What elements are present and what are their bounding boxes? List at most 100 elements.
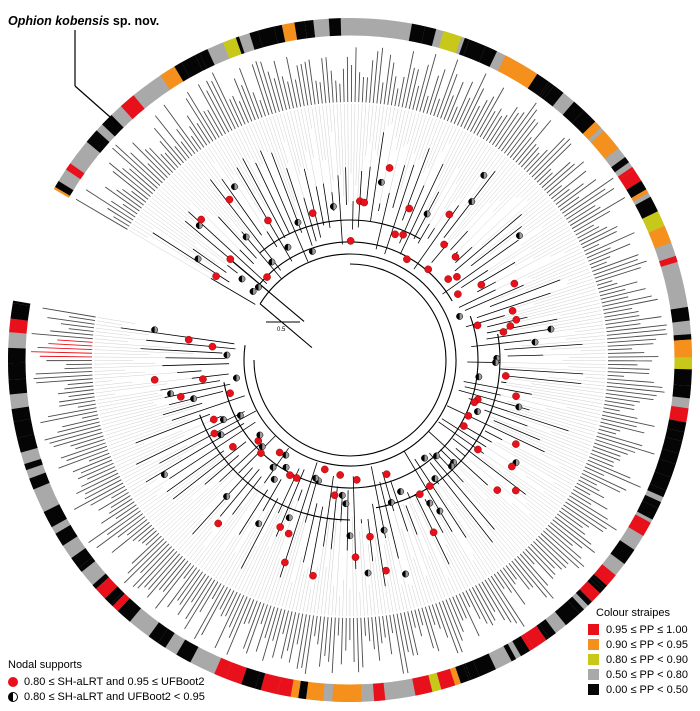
support-node-half-fill bbox=[282, 451, 286, 459]
tip-line bbox=[171, 176, 205, 211]
tip-label bbox=[403, 612, 414, 656]
tip-label bbox=[144, 551, 178, 588]
stripe-segment bbox=[599, 141, 616, 156]
tip-label bbox=[586, 247, 611, 259]
tip-label bbox=[251, 64, 270, 116]
support-node-red bbox=[474, 445, 482, 454]
tip-line bbox=[441, 125, 454, 152]
tree-branch bbox=[221, 178, 262, 236]
tip-label bbox=[597, 282, 618, 290]
tip-label bbox=[62, 417, 99, 428]
stripe-segment bbox=[117, 597, 142, 622]
stripe-segment bbox=[636, 500, 659, 520]
tip-line bbox=[531, 331, 605, 341]
tip-line bbox=[574, 328, 605, 333]
tip-line bbox=[487, 220, 565, 271]
support-node-half-fill bbox=[271, 476, 275, 483]
tip-label bbox=[398, 76, 405, 107]
tip-line bbox=[548, 377, 606, 383]
tip-line bbox=[559, 465, 579, 476]
tip-label bbox=[64, 385, 94, 390]
tip-label bbox=[81, 469, 117, 487]
tip-line bbox=[443, 528, 475, 584]
tip-label bbox=[460, 73, 487, 128]
tip-label bbox=[149, 147, 174, 173]
support-node-red bbox=[506, 322, 515, 330]
tip-line bbox=[313, 546, 324, 614]
tip-label bbox=[164, 152, 179, 168]
tree-branch bbox=[238, 489, 268, 535]
tip-label bbox=[550, 522, 583, 549]
tip-label bbox=[282, 610, 289, 635]
tree-branch bbox=[227, 264, 238, 274]
tip-label bbox=[605, 323, 641, 329]
legend-entry-label: 0.80 ≤ SH-aLRT and UFBoot2 < 0.95 bbox=[24, 690, 205, 703]
tip-label bbox=[572, 489, 608, 510]
support-node-half-fill bbox=[249, 288, 254, 295]
tip-label bbox=[88, 452, 110, 462]
support-node-half-fill bbox=[284, 244, 288, 251]
tip-line bbox=[187, 161, 248, 236]
tip-label bbox=[101, 501, 135, 524]
tip-line bbox=[148, 498, 174, 519]
tip-label bbox=[180, 141, 193, 157]
orange-swatch bbox=[588, 639, 599, 650]
tip-label bbox=[228, 596, 248, 639]
tip-label bbox=[526, 149, 548, 173]
support-node-half-fill bbox=[242, 233, 247, 241]
stripe-segment bbox=[199, 49, 215, 70]
tip-label bbox=[330, 70, 334, 103]
tip-line bbox=[200, 485, 261, 569]
tip-line bbox=[544, 451, 582, 470]
tip-label bbox=[36, 378, 93, 384]
support-node-red bbox=[416, 490, 424, 499]
tip-label bbox=[33, 374, 93, 380]
tip-label bbox=[317, 616, 322, 645]
tip-line bbox=[491, 442, 572, 489]
tree-branch bbox=[303, 197, 317, 242]
tree-branch bbox=[506, 375, 582, 385]
tip-line bbox=[249, 124, 261, 151]
support-node-half-fill bbox=[256, 431, 260, 439]
tree-branch bbox=[322, 183, 331, 228]
tip-label bbox=[123, 540, 167, 584]
tip-label bbox=[429, 69, 446, 115]
tip-label bbox=[470, 99, 488, 133]
tip-line bbox=[195, 155, 219, 185]
tip-label bbox=[243, 599, 255, 625]
support-node-red bbox=[445, 210, 454, 219]
stripe-segment bbox=[641, 494, 662, 509]
tip-line bbox=[438, 130, 464, 180]
tip-label bbox=[389, 614, 394, 634]
stripe-segment bbox=[535, 623, 550, 641]
tip-line bbox=[502, 366, 606, 372]
tip-label bbox=[511, 560, 534, 588]
tip-label bbox=[522, 551, 535, 565]
tip-line bbox=[331, 585, 335, 616]
tip-line bbox=[471, 186, 539, 248]
support-node-red bbox=[501, 372, 510, 380]
tip-label bbox=[538, 535, 569, 565]
support-node-red bbox=[226, 389, 234, 398]
tip-label bbox=[604, 403, 635, 410]
tree-branch bbox=[464, 426, 492, 443]
tip-label bbox=[48, 407, 97, 418]
tree-branch bbox=[160, 380, 221, 391]
tip-label bbox=[239, 67, 260, 119]
tip-label-lines bbox=[94, 104, 606, 617]
tip-line bbox=[163, 184, 195, 214]
tip-label bbox=[604, 400, 635, 406]
tip-label bbox=[40, 410, 98, 424]
stripe-segment bbox=[634, 196, 658, 220]
tip-line bbox=[272, 115, 289, 164]
support-node-half bbox=[468, 198, 476, 206]
tip-line bbox=[530, 391, 603, 405]
tip-line bbox=[481, 191, 544, 246]
tip-line bbox=[422, 121, 444, 173]
tree-branch-arc bbox=[223, 316, 479, 489]
stripe-segment bbox=[10, 302, 31, 321]
tree-branch bbox=[240, 498, 279, 569]
support-node-red bbox=[405, 204, 414, 213]
tip-line bbox=[165, 473, 232, 538]
tip-label bbox=[503, 109, 538, 154]
